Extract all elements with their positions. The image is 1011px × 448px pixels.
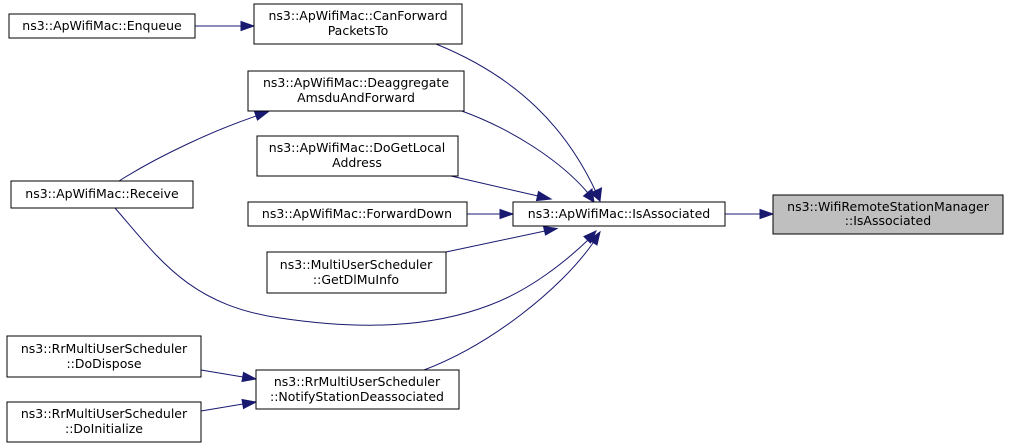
- arrowhead-dogetlocal: [535, 190, 553, 202]
- node-rrmultiuserscheduler-doinitialize[interactable]: ns3::RrMultiUserScheduler ::DoInitialize: [6, 401, 202, 443]
- node-apwifimac-dogetlocaladdress[interactable]: ns3::ApWifiMac::DoGetLocal Address: [256, 135, 459, 177]
- node-label-line: PacketsTo: [328, 23, 389, 38]
- arrowhead-getdlmuinfo: [542, 225, 559, 236]
- edge-receive-to-deaggregate: [118, 115, 257, 182]
- node-label-line: ns3::ApWifiMac::CanForward: [268, 8, 447, 23]
- edge-notify-to-isassociated: [423, 242, 594, 371]
- edge-receive-to-isassociated: [114, 207, 589, 326]
- node-label-line: ns3::MultiUserScheduler: [280, 257, 433, 272]
- arrowhead-forwarddown: [499, 208, 515, 220]
- edge-doinitialize-to-notify: [200, 403, 244, 412]
- edge-canforward-to-isassociated: [435, 43, 597, 193]
- arrowhead-notify: [588, 230, 601, 246]
- arrowhead-enqueue: [240, 20, 256, 32]
- node-rrmultiuserscheduler-notifystationdeassociated[interactable]: ns3::RrMultiUserScheduler ::NotifyStatio…: [255, 369, 460, 410]
- node-apwifimac-receive[interactable]: ns3::ApWifiMac::Receive: [10, 180, 194, 209]
- edge-deaggregate-to-isassociated: [458, 109, 589, 194]
- node-label-line: ::DoInitialize: [65, 421, 143, 436]
- edge-dodispose-to-notify: [200, 369, 244, 378]
- arrowhead-doinitialize: [241, 398, 258, 410]
- edge-dogetlocal-to-isassociated: [450, 175, 539, 197]
- node-label-line: ::IsAssociated: [845, 213, 931, 228]
- node-label-line: ns3::RrMultiUserScheduler: [274, 374, 441, 389]
- node-label-line: ns3::ApWifiMac::IsAssociated: [528, 206, 710, 221]
- arrowhead-dodispose: [241, 371, 258, 383]
- arrowhead-receive-deaggregate: [253, 110, 270, 121]
- node-label-line: ns3::ApWifiMac::Receive: [25, 186, 179, 201]
- node-label-line: ns3::WifiRemoteStationManager: [787, 199, 990, 214]
- node-label-line: ::DoDispose: [66, 356, 141, 371]
- node-label-line: ns3::ApWifiMac::Deaggregate: [263, 75, 449, 90]
- node-apwifimac-enqueue[interactable]: ns3::ApWifiMac::Enqueue: [8, 13, 196, 39]
- node-label-line: AmsduAndForward: [297, 90, 415, 105]
- node-apwifimac-canforwardpacketsto[interactable]: ns3::ApWifiMac::CanForward PacketsTo: [253, 3, 463, 45]
- node-rrmultiuserscheduler-dodispose[interactable]: ns3::RrMultiUserScheduler ::DoDispose: [6, 335, 202, 378]
- node-label-line: ::NotifyStationDeassociated: [270, 389, 444, 404]
- node-label-line: ns3::RrMultiUserScheduler: [21, 406, 188, 421]
- edges-layer: [114, 20, 775, 412]
- node-label-line: ns3::RrMultiUserScheduler: [21, 341, 188, 356]
- node-label-line: ns3::ApWifiMac::Enqueue: [22, 18, 182, 33]
- arrowhead-deaggregate: [582, 188, 595, 203]
- node-label-line: ns3::ApWifiMac::ForwardDown: [262, 206, 452, 221]
- arrowhead-wrsm-isassociated: [759, 208, 775, 220]
- node-apwifimac-isassociated[interactable]: ns3::ApWifiMac::IsAssociated: [512, 201, 726, 227]
- node-label-line: ns3::ApWifiMac::DoGetLocal: [269, 140, 445, 155]
- edge-getdlmuinfo-to-isassociated: [445, 230, 546, 253]
- node-apwifimac-deaggregateamsduandforward[interactable]: ns3::ApWifiMac::Deaggregate AmsduAndForw…: [247, 70, 465, 112]
- node-apwifimac-forwarddown[interactable]: ns3::ApWifiMac::ForwardDown: [247, 201, 468, 227]
- nodes-layer: ns3::WifiRemoteStationManager ::IsAssoci…: [6, 3, 1004, 443]
- node-label-line: Address: [332, 155, 382, 170]
- arrowhead-canforward: [589, 187, 603, 202]
- node-multiuserscheduler-getdlmuinfo[interactable]: ns3::MultiUserScheduler ::GetDlMuInfo: [266, 251, 447, 294]
- node-wrsm-isassociated[interactable]: ns3::WifiRemoteStationManager ::IsAssoci…: [772, 194, 1004, 235]
- node-label-line: ::GetDlMuInfo: [313, 272, 399, 287]
